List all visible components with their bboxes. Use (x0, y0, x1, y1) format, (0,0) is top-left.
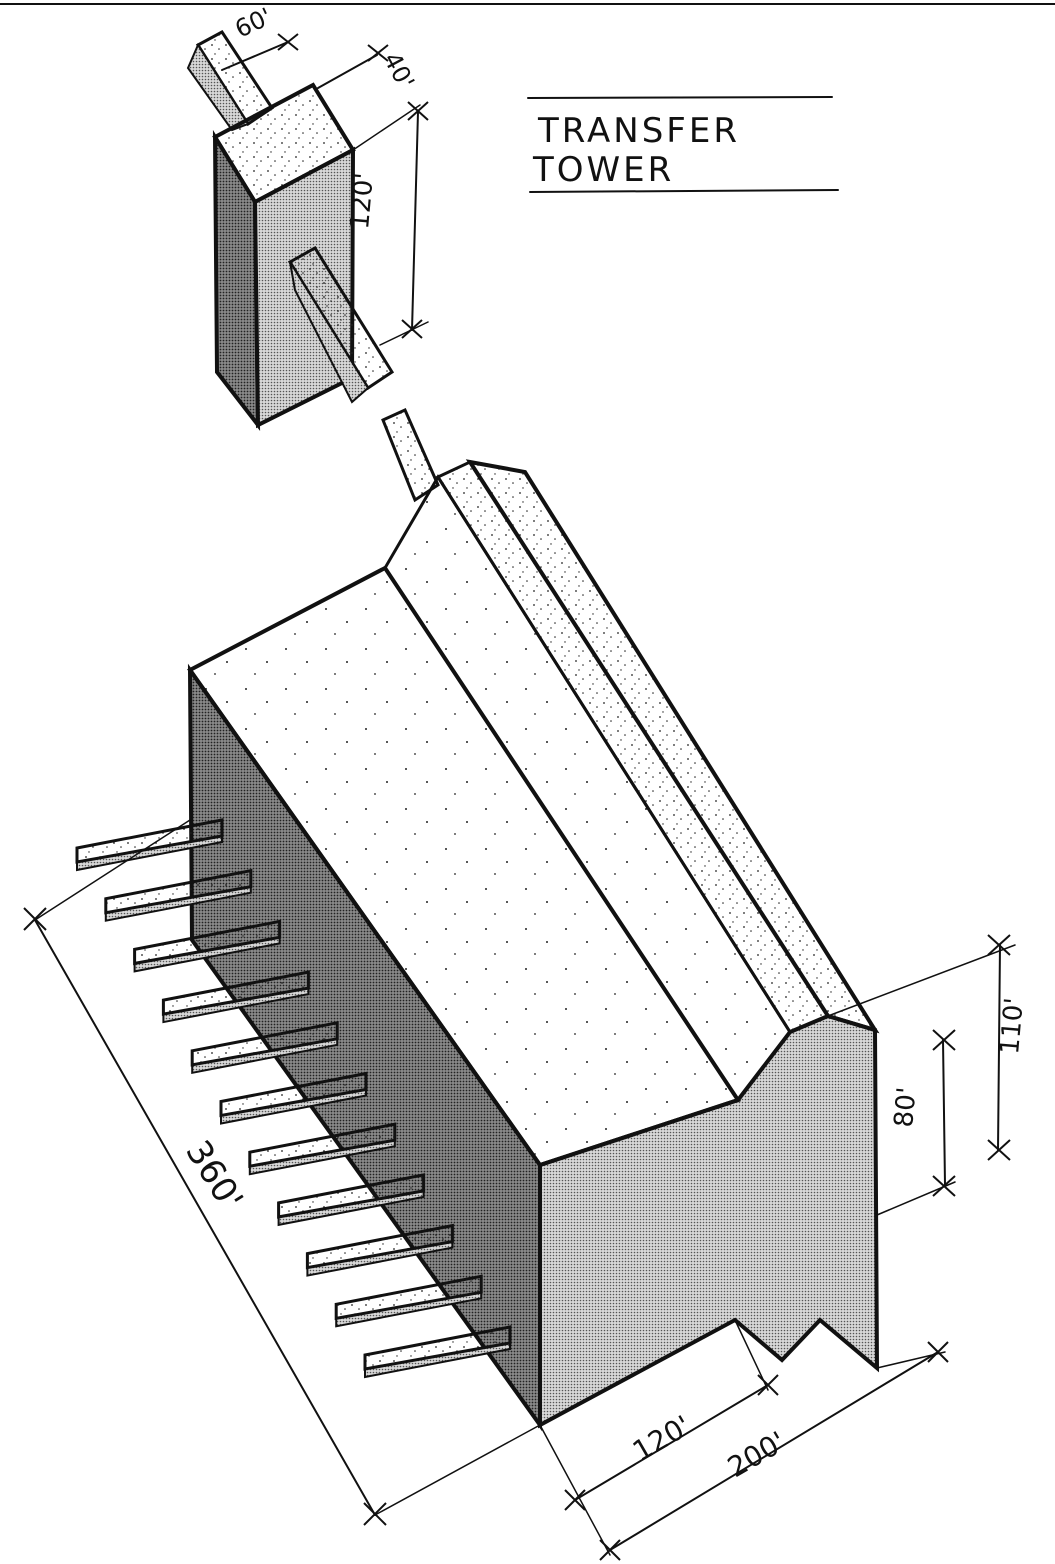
tick-mark (932, 1175, 956, 1197)
connecting-conveyor (381, 408, 440, 503)
feeder-conveyor-top (305, 1223, 454, 1270)
feeder-conveyor-top (334, 1274, 483, 1321)
feeder-conveyor-top (248, 1122, 397, 1168)
feeder-conveyor (248, 1122, 397, 1176)
building-roof-right (465, 459, 880, 1034)
label-height-total: 110' (995, 996, 1030, 1055)
dim-line-height-side (942, 1039, 946, 1186)
dimension-ticks (23, 33, 1011, 1561)
tower-outlet-conveyor-side (289, 261, 370, 404)
feeder-conveyor-top (161, 970, 310, 1016)
title-rule-top (527, 96, 833, 99)
dim-line-building-length (34, 919, 376, 1516)
dim-ext-height-top (827, 944, 1016, 1017)
feeder-conveyor (161, 970, 310, 1024)
tick-mark (932, 1029, 956, 1051)
dim-line-height-total (997, 944, 1001, 1151)
tick-mark (987, 1139, 1011, 1161)
title-rule-bottom (529, 189, 839, 193)
transfer-tower (186, 30, 395, 431)
tick-mark (987, 934, 1011, 956)
dim-ext-length-top (34, 819, 191, 921)
tick-mark (277, 33, 299, 51)
label-building-length: 360' (177, 1134, 250, 1218)
tick-mark (401, 319, 423, 339)
dim-ext-width-left (539, 1424, 611, 1556)
feeder-conveyor (305, 1223, 454, 1277)
dimension-lines (34, 41, 1016, 1556)
feeder-conveyor-top (190, 1020, 339, 1067)
dim-ext-tower-top (352, 104, 421, 151)
dim-line-width-total (609, 1351, 939, 1551)
storage-building (187, 459, 880, 1432)
tick-mark (407, 101, 429, 121)
dim-line-tower-depth (317, 54, 378, 89)
feeder-conveyor-top (277, 1173, 426, 1219)
feeder-conveyor (190, 1020, 339, 1075)
feeder-conveyor-top (104, 868, 253, 915)
feeder-conveyor-top (363, 1325, 512, 1371)
feeder-conveyor (363, 1325, 512, 1379)
tick-mark (564, 1489, 586, 1511)
dim-ext-width-right (876, 1351, 946, 1369)
feeder-conveyor-top (133, 919, 282, 966)
tick-mark (363, 1502, 387, 1526)
dim-ext-length-bottom (374, 1424, 541, 1516)
feeder-conveyor (219, 1071, 368, 1125)
tick-mark (927, 1341, 949, 1363)
label-tower-height: 120' (345, 171, 380, 230)
dim-line-tower-width (221, 41, 289, 71)
label-tower-depth: 40' (378, 48, 420, 94)
dim-line-width-inner (574, 1384, 769, 1501)
dim-ext-tower-bottom (379, 321, 429, 346)
feeder-conveyor-top (75, 818, 224, 864)
feeder-conveyor (75, 818, 224, 872)
dim-line-tower-height (411, 111, 419, 331)
tick-mark (599, 1539, 621, 1561)
feeder-conveyor (277, 1173, 426, 1227)
title-line-1: TRANSFER (537, 111, 740, 151)
feeder-conveyor (133, 919, 282, 973)
tick-mark (23, 907, 47, 931)
title-line-2: TOWER (532, 150, 674, 190)
tick-mark (757, 1374, 779, 1396)
label-tower-width: 60' (231, 2, 276, 43)
label-height-side: 80' (889, 1086, 922, 1129)
feeder-conveyors (75, 818, 512, 1379)
feeder-conveyor-top (219, 1071, 368, 1118)
label-width-total: 200' (722, 1425, 791, 1484)
feeder-conveyor (104, 868, 253, 922)
tick-mark (367, 44, 389, 62)
feeder-conveyor (334, 1274, 483, 1328)
title-block: TRANSFER TOWER (527, 96, 839, 193)
label-width-inner: 120' (627, 1409, 696, 1468)
